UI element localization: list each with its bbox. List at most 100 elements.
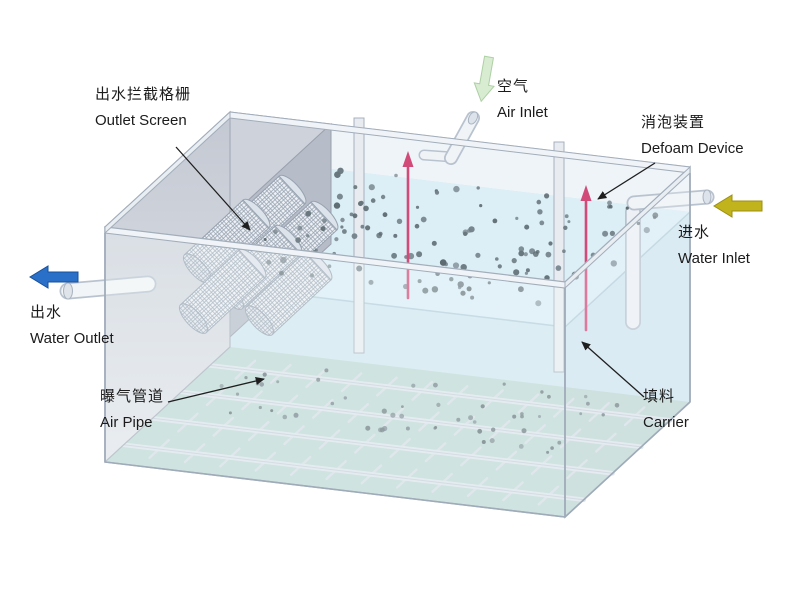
carrier-dot: [380, 194, 386, 200]
aeration-pipe-segment: [123, 444, 585, 501]
tank-rim: [104, 110, 691, 290]
carrier-dot: [525, 268, 530, 273]
carrier-dot: [333, 202, 341, 209]
carrier-dot: [449, 277, 454, 282]
carrier-dot: [536, 199, 542, 205]
carrier-dot: [524, 224, 530, 230]
carrier-dot: [327, 264, 332, 269]
air-inlet-arrow-icon: [473, 55, 495, 103]
carrier-dot: [518, 444, 524, 449]
carrier-dot: [337, 167, 344, 174]
carrier-dot: [306, 234, 310, 238]
carrier-dot: [547, 394, 551, 399]
carrier-dot: [492, 218, 498, 224]
carrier-dot: [475, 252, 481, 258]
carrier-dot: [563, 225, 568, 230]
carrier-dot: [557, 440, 562, 445]
carrier-dot: [480, 404, 485, 409]
carrier-dot: [363, 205, 369, 212]
carrier-dot: [544, 193, 550, 199]
carrier-dot: [521, 428, 527, 434]
carrier-dot: [564, 214, 569, 219]
label-defoam-device: 消泡装置 Defoam Device: [641, 114, 744, 158]
carrier-dot: [390, 412, 396, 418]
carrier-dot: [415, 205, 420, 209]
water-outlet-zh: 出水: [30, 304, 63, 321]
outlet-screen-zh: 出水拦截格栅: [95, 86, 192, 103]
carrier-dot: [431, 286, 439, 293]
carrier-dot: [584, 394, 588, 399]
carrier-dot: [351, 233, 358, 240]
cylinder-cap-mesh: [179, 303, 208, 334]
carrier-dot: [276, 380, 280, 384]
carrier-dot: [270, 409, 274, 413]
carrier-dot: [567, 220, 571, 224]
label-water-outlet: 出水 Water Outlet: [30, 304, 114, 348]
water-outlet-en: Water Outlet: [30, 330, 114, 348]
carrier-dot: [316, 377, 321, 382]
carrier-dot: [434, 190, 440, 195]
carrier-dot: [330, 401, 335, 406]
tank-floor: [105, 347, 690, 517]
carrier-dot: [535, 300, 542, 307]
carrier-dot: [452, 262, 460, 269]
air-inlet-zh: 空气: [497, 78, 530, 95]
leader-air-pipe: [167, 376, 265, 403]
air-riser: [445, 112, 479, 164]
carrier-dot: [393, 233, 398, 238]
carrier-dot: [368, 279, 374, 285]
carrier-dot: [411, 383, 416, 388]
tank-edge: [564, 401, 691, 518]
defoam-device-arrow-icon: [580, 185, 592, 201]
carrier-dot: [340, 217, 345, 223]
carrier-dot: [244, 376, 248, 380]
outlet-pipe-mouth: [63, 282, 73, 300]
carrier-dot: [439, 259, 447, 266]
carrier-dot: [401, 405, 404, 408]
carrier-dot: [416, 251, 423, 258]
flow-arrows: [29, 55, 763, 289]
carrier-dot: [431, 240, 437, 246]
cylinder-cap-mesh: [245, 305, 274, 336]
outlet-screens: [178, 174, 339, 336]
defoam-device-en: Defoam Device: [641, 140, 744, 158]
carrier-dot: [487, 281, 491, 285]
carrier-dot: [396, 218, 403, 224]
carrier-dot: [279, 270, 284, 276]
leader-lines: [167, 146, 656, 403]
carrier-dot: [472, 420, 477, 424]
carrier-dot: [417, 279, 422, 284]
outlet-pipe: [61, 277, 155, 298]
tank-edges: [104, 173, 691, 518]
carrier-dot: [511, 258, 517, 264]
carrier-dot: [433, 426, 437, 430]
carrier-dot: [436, 402, 441, 407]
defoam-device-arrow-icon: [402, 151, 414, 167]
carrier-dot: [548, 241, 553, 246]
carrier-dot: [518, 246, 525, 252]
carrier-dot: [513, 269, 520, 276]
carrier-dot: [601, 413, 605, 417]
carrier-dot: [258, 405, 262, 410]
carrier-dot: [295, 237, 301, 243]
carrier-dot: [352, 213, 358, 219]
carrier-dot: [359, 200, 364, 205]
carrier-dot: [235, 392, 240, 396]
carrier-dot: [562, 249, 566, 253]
carrier-dot: [460, 264, 467, 271]
carrier-dot: [515, 216, 519, 220]
carrier-dot: [546, 450, 550, 454]
carrier-dot: [376, 232, 382, 239]
carrier-dot: [273, 229, 278, 234]
carrier-dot: [368, 184, 375, 191]
carrier-dot: [609, 204, 613, 209]
air-inlet-pipe: [418, 111, 480, 165]
carrier-dot: [614, 403, 620, 408]
carrier-dot: [343, 396, 347, 400]
carrier-dot: [477, 428, 483, 434]
carrier-dot: [479, 204, 483, 208]
carrier-dot: [607, 200, 612, 206]
carrier-dot: [370, 198, 376, 203]
defoam-device-zh: 消泡装置: [641, 114, 706, 131]
carrier-dot: [468, 415, 474, 421]
